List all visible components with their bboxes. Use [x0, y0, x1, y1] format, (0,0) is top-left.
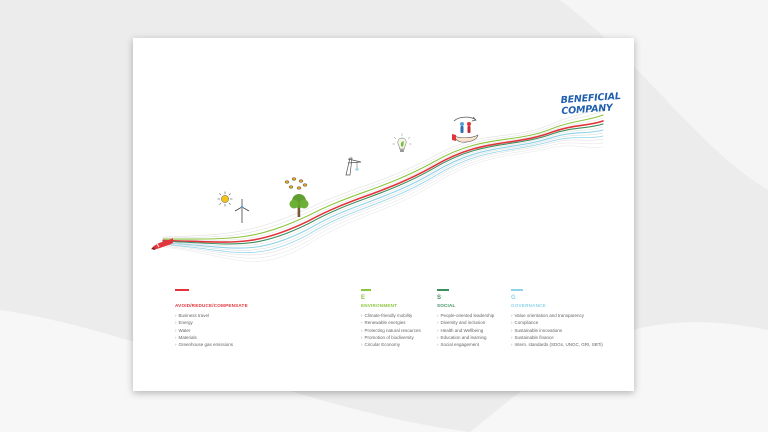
column-avoid: AVOID/REDUCE/COMPENSATE ›Business travel…: [175, 289, 305, 348]
list-item: ›Water: [175, 327, 191, 333]
list-item: ›Diversity and inclusion: [437, 320, 486, 326]
column-environment-heading: ENVIRONMENT: [361, 303, 398, 308]
chevron-right-icon: ›: [175, 342, 177, 348]
tree-icon: [289, 194, 309, 217]
list-item: ›Protecting natural resources: [361, 327, 421, 333]
chevron-right-icon: ›: [511, 342, 513, 348]
lightbulb-leaf-icon: [392, 133, 412, 152]
wave-strand: [162, 132, 604, 251]
list-item: ›Business travel: [175, 313, 210, 318]
list-item: ›Sustainable innovations: [511, 327, 563, 333]
chevron-right-icon: ›: [437, 334, 439, 340]
chevron-right-icon: ›: [175, 320, 177, 326]
wave-strand: [162, 142, 604, 259]
column-social-letter: S: [437, 295, 442, 301]
chevron-right-icon: ›: [511, 320, 513, 326]
column-environment: E ENVIRONMENT ›Climate-friendly mobility…: [361, 289, 491, 348]
chevron-right-icon: ›: [361, 334, 363, 340]
chevron-right-icon: ›: [437, 327, 439, 333]
wave-strand: [162, 135, 604, 254]
sun-icon: [217, 191, 233, 207]
wave-strand: [162, 117, 604, 241]
list-item: ›Education and learning: [437, 334, 487, 340]
list-item: ›Social engagement: [437, 342, 480, 348]
chevron-right-icon: ›: [361, 313, 363, 318]
wave-strand: [162, 126, 604, 247]
column-avoid-heading: AVOID/REDUCE/COMPENSATE: [175, 303, 248, 308]
wave-strand: [162, 110, 604, 239]
wave-strand: [162, 129, 604, 249]
brush-icon: [151, 238, 173, 250]
column-governance-bar: [511, 289, 523, 291]
chevron-right-icon: ›: [175, 327, 177, 333]
list-item: ›Sustainable finance: [511, 334, 554, 340]
column-environment-letter: E: [361, 295, 366, 301]
list-item: ›Circular Economy: [361, 342, 401, 348]
bees-icon: [284, 177, 308, 190]
column-social-heading: SOCIAL: [437, 303, 456, 308]
list-item: ›Materials: [175, 334, 197, 340]
list-item: ›Promotion of biodiversity: [361, 334, 414, 340]
chevron-right-icon: ›: [437, 320, 439, 326]
list-item: ›Value orientation and transparency: [511, 313, 584, 318]
wind-turbine-icon: [234, 199, 250, 223]
chevron-right-icon: ›: [361, 320, 363, 326]
column-social: S SOCIAL ›People-oriented leadership ›Di…: [437, 289, 567, 348]
chevron-right-icon: ›: [437, 342, 439, 348]
column-governance: G GOVERNANCE ›Value orientation and tran…: [511, 289, 641, 348]
list-item: ›People-oriented leadership: [437, 313, 495, 318]
wave-strand: [162, 138, 604, 256]
column-governance-heading: GOVERNANCE: [511, 303, 546, 308]
list-item: ›Greenhouse gas emissions: [175, 342, 234, 348]
column-environment-bar: [361, 289, 371, 291]
chevron-right-icon: ›: [511, 327, 513, 333]
people-in-hand-icon: [452, 116, 479, 143]
chevron-right-icon: ›: [361, 342, 363, 348]
wave-strand: [162, 120, 604, 243]
wave-strand: [162, 145, 604, 262]
chevron-right-icon: ›: [175, 334, 177, 340]
document-page: BENEFICIAL COMPANY: [133, 38, 634, 391]
wave-strand: [162, 106, 604, 238]
wave-strand: [162, 114, 604, 240]
column-social-bar: [437, 289, 449, 291]
chevron-right-icon: ›: [437, 313, 439, 318]
list-item: ›Renewable energies: [361, 320, 406, 326]
list-item: ›Compliance: [511, 320, 539, 326]
list-item: ›Intern. standards (SDGs, UNGC, GRI, SBT…: [511, 342, 603, 348]
chevron-right-icon: ›: [511, 313, 513, 318]
chevron-right-icon: ›: [175, 313, 177, 318]
column-avoid-bar: [175, 289, 189, 291]
wave-strand: [162, 123, 604, 245]
page-title: BENEFICIAL COMPANY: [560, 91, 621, 117]
column-governance-letter: G: [511, 295, 516, 301]
column-avoid-letter: [175, 295, 305, 302]
chevron-right-icon: ›: [511, 334, 513, 340]
crane-icon: [345, 157, 362, 176]
chevron-right-icon: ›: [361, 327, 363, 333]
list-item: ›Climate-friendly mobility: [361, 313, 413, 318]
list-item: ›Health and Wellbeing: [437, 327, 484, 333]
sustainability-waves: [162, 106, 604, 262]
list-item: ›Energy: [175, 320, 193, 326]
